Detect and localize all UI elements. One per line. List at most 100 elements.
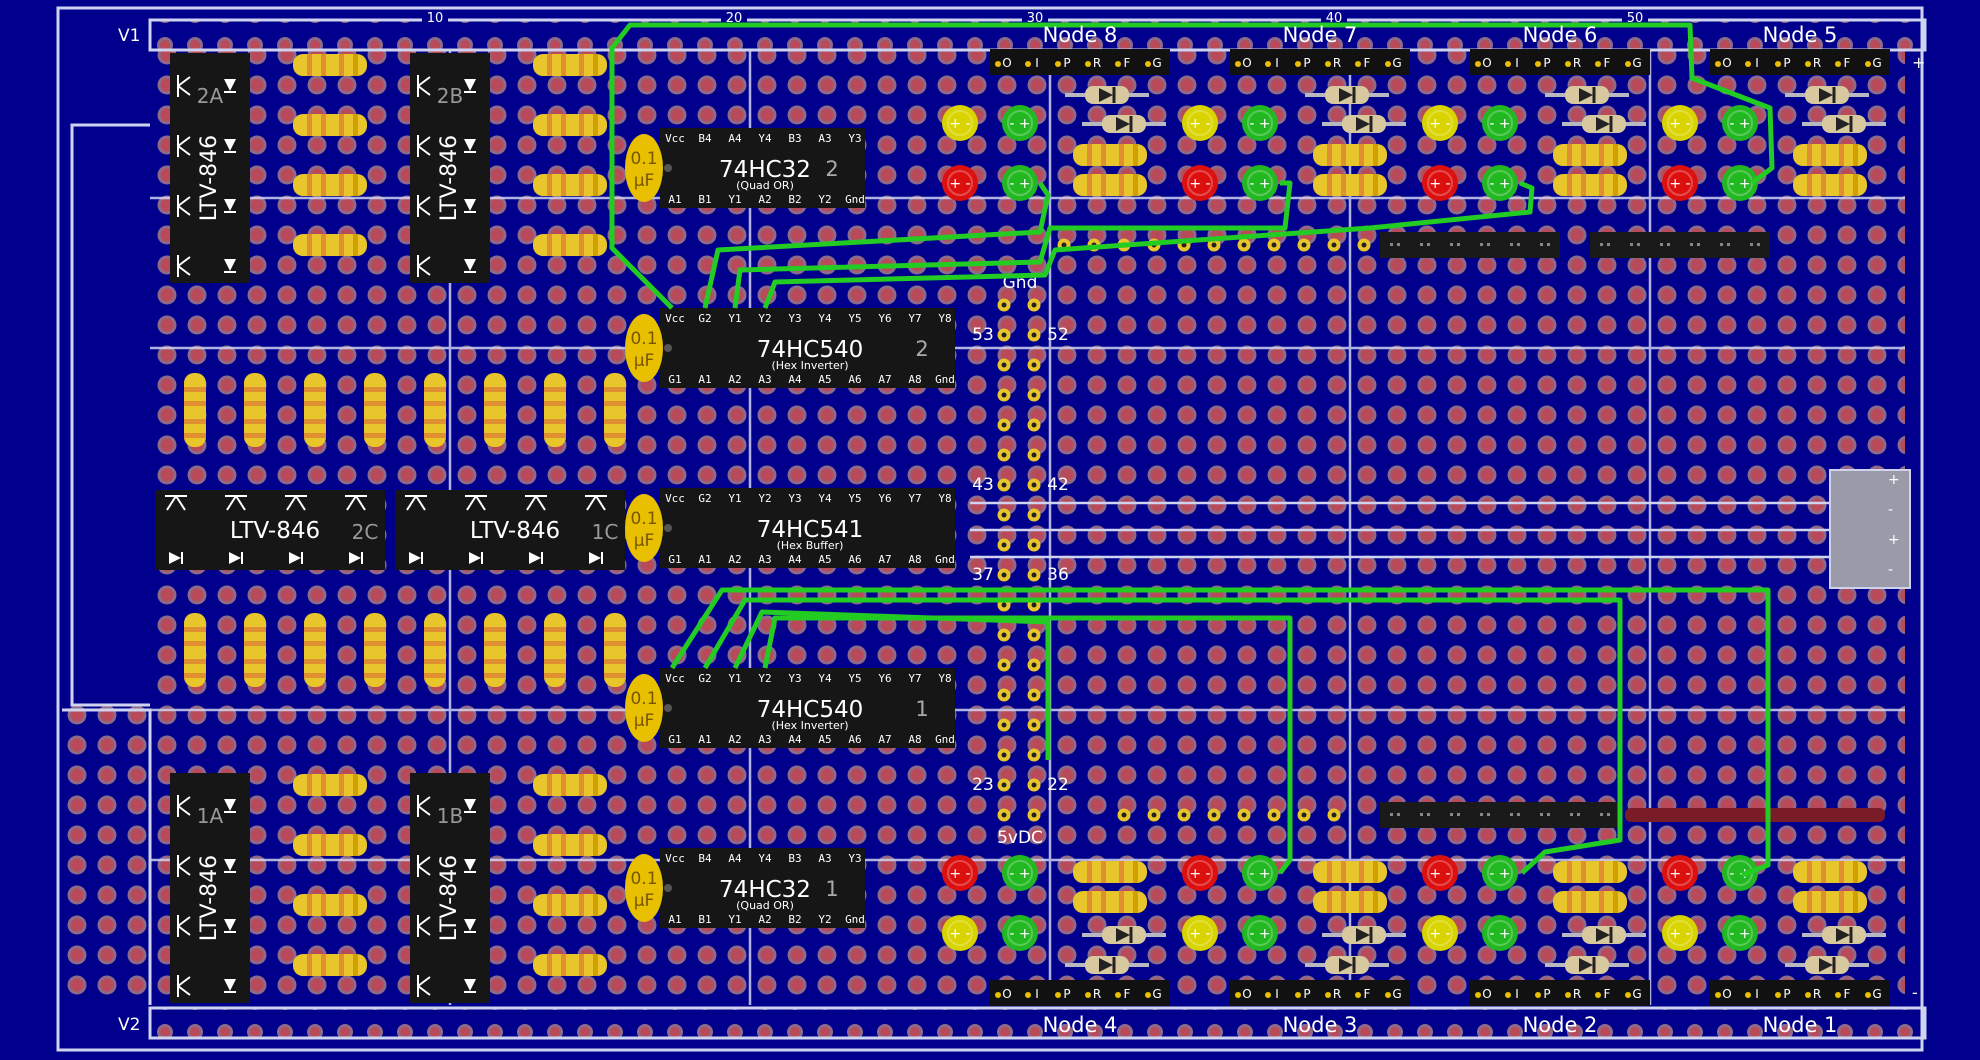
led-polarity: - +: [1489, 176, 1510, 192]
chip-pin-label: Y5: [848, 492, 861, 505]
led: - +: [1242, 915, 1278, 951]
chip-pin-label: Y2: [818, 913, 831, 926]
chip-pin-label: A1: [698, 733, 711, 746]
chip-description: (Quad OR): [736, 899, 794, 912]
led-polarity: + -: [1189, 866, 1210, 882]
chip-pin-label: A3: [758, 373, 771, 386]
resistor: [1553, 174, 1627, 196]
chip-pin-label: A5: [818, 373, 831, 386]
optocoupler-part: LTV-846: [437, 855, 462, 941]
led-polarity: + -: [1429, 926, 1450, 942]
connector-pin-number: 52: [1047, 325, 1069, 345]
diode: [1785, 956, 1869, 974]
resistor: [424, 373, 446, 447]
node-label: Node 5: [1763, 23, 1838, 47]
resistor: [533, 114, 607, 136]
wire-trace: [609, 22, 1775, 310]
capacitor-value: 0.1: [630, 509, 657, 529]
chip-pin-label: B1: [698, 913, 711, 926]
rail-label-v2: V2: [118, 1015, 140, 1035]
led-polarity: - +: [1489, 926, 1510, 942]
chip-pin-label: Y1: [728, 492, 741, 505]
chip-description: (Hex Buffer): [777, 539, 844, 552]
optocoupler-id: 2A: [197, 84, 224, 108]
capacitor-value: 0.1: [630, 149, 657, 169]
wire-trace: [702, 181, 1051, 309]
chip-pin-label: G2: [698, 312, 711, 325]
header-pin-label: F: [1124, 56, 1131, 70]
led: + -: [1182, 105, 1218, 141]
chip-pin-label: A5: [818, 553, 831, 566]
led: + -: [942, 165, 978, 201]
led-polarity: - +: [1009, 866, 1030, 882]
resistor: [484, 373, 506, 447]
resistor: [304, 613, 326, 687]
led-polarity: - +: [1009, 116, 1030, 132]
node-label: Node 2: [1523, 1013, 1598, 1037]
led-polarity: + -: [949, 176, 970, 192]
leds: + -- ++ -- ++ -- ++ -- ++ -- ++ -- ++ --…: [942, 105, 1758, 951]
chip-pin-label: B3: [788, 852, 801, 865]
capacitor: 0.1µF: [625, 314, 663, 382]
led-polarity: + -: [1429, 176, 1450, 192]
led: - +: [1722, 915, 1758, 951]
wire-trace: [702, 597, 1623, 875]
header-pin-label: O: [1242, 987, 1251, 1001]
led-polarity: - +: [1489, 116, 1510, 132]
led-polarity: - +: [1009, 176, 1030, 192]
chip-pin-label: A1: [668, 193, 681, 206]
diode: [1562, 115, 1646, 133]
resistor: [244, 613, 266, 687]
led: + -: [1182, 915, 1218, 951]
node-label: Node 7: [1283, 23, 1358, 47]
led-polarity: - +: [1729, 926, 1750, 942]
led-polarity: + -: [1429, 866, 1450, 882]
optocoupler-id: 1A: [197, 804, 224, 828]
led: + -: [1422, 915, 1458, 951]
rail-minus-sign: -: [1912, 983, 1918, 1002]
chip-pin-label: Gnd: [935, 733, 955, 746]
diode: [1802, 926, 1886, 944]
ruler-number: 20: [726, 11, 743, 26]
ruler-number: 10: [427, 11, 444, 26]
split-rail-signs: +-+-: [1888, 472, 1900, 578]
chip-name: 74HC32: [719, 877, 811, 903]
chip-index: 2: [915, 337, 928, 361]
header-pin-label: G: [1632, 56, 1641, 70]
header-pin-label: F: [1604, 56, 1611, 70]
chip-pin-label: Y4: [758, 852, 772, 865]
chip-index: 2: [825, 157, 838, 181]
led: - +: [1002, 105, 1038, 141]
capacitor: 0.1µF: [625, 674, 663, 742]
chip-pin-label: Y2: [758, 312, 771, 325]
chip-pin-label: A2: [728, 373, 741, 386]
header-pin-label: F: [1844, 987, 1851, 1001]
capacitor: 0.1µF: [625, 854, 663, 922]
header-pin-label: I: [1755, 987, 1759, 1001]
chip-pin-label: A3: [758, 553, 771, 566]
diode: [1082, 115, 1166, 133]
resistor: [293, 834, 367, 856]
split-rails: [970, 469, 1911, 589]
led-polarity: + -: [949, 866, 970, 882]
diode: [1082, 926, 1166, 944]
resistor: [424, 613, 446, 687]
chip-pin-label: Y8: [938, 312, 951, 325]
ruler-number: 50: [1627, 11, 1644, 26]
chip-pin-label: B2: [788, 913, 801, 926]
chip-pin-label: Y4: [818, 492, 832, 505]
resistor: [533, 774, 607, 796]
header-pin-label: O: [1002, 987, 1011, 1001]
led-polarity: + -: [1429, 116, 1450, 132]
chip-pin-label: A8: [908, 553, 921, 566]
led: + -: [1662, 165, 1698, 201]
header-pin-label: R: [1813, 987, 1821, 1001]
header-pin-label: O: [1722, 987, 1731, 1001]
